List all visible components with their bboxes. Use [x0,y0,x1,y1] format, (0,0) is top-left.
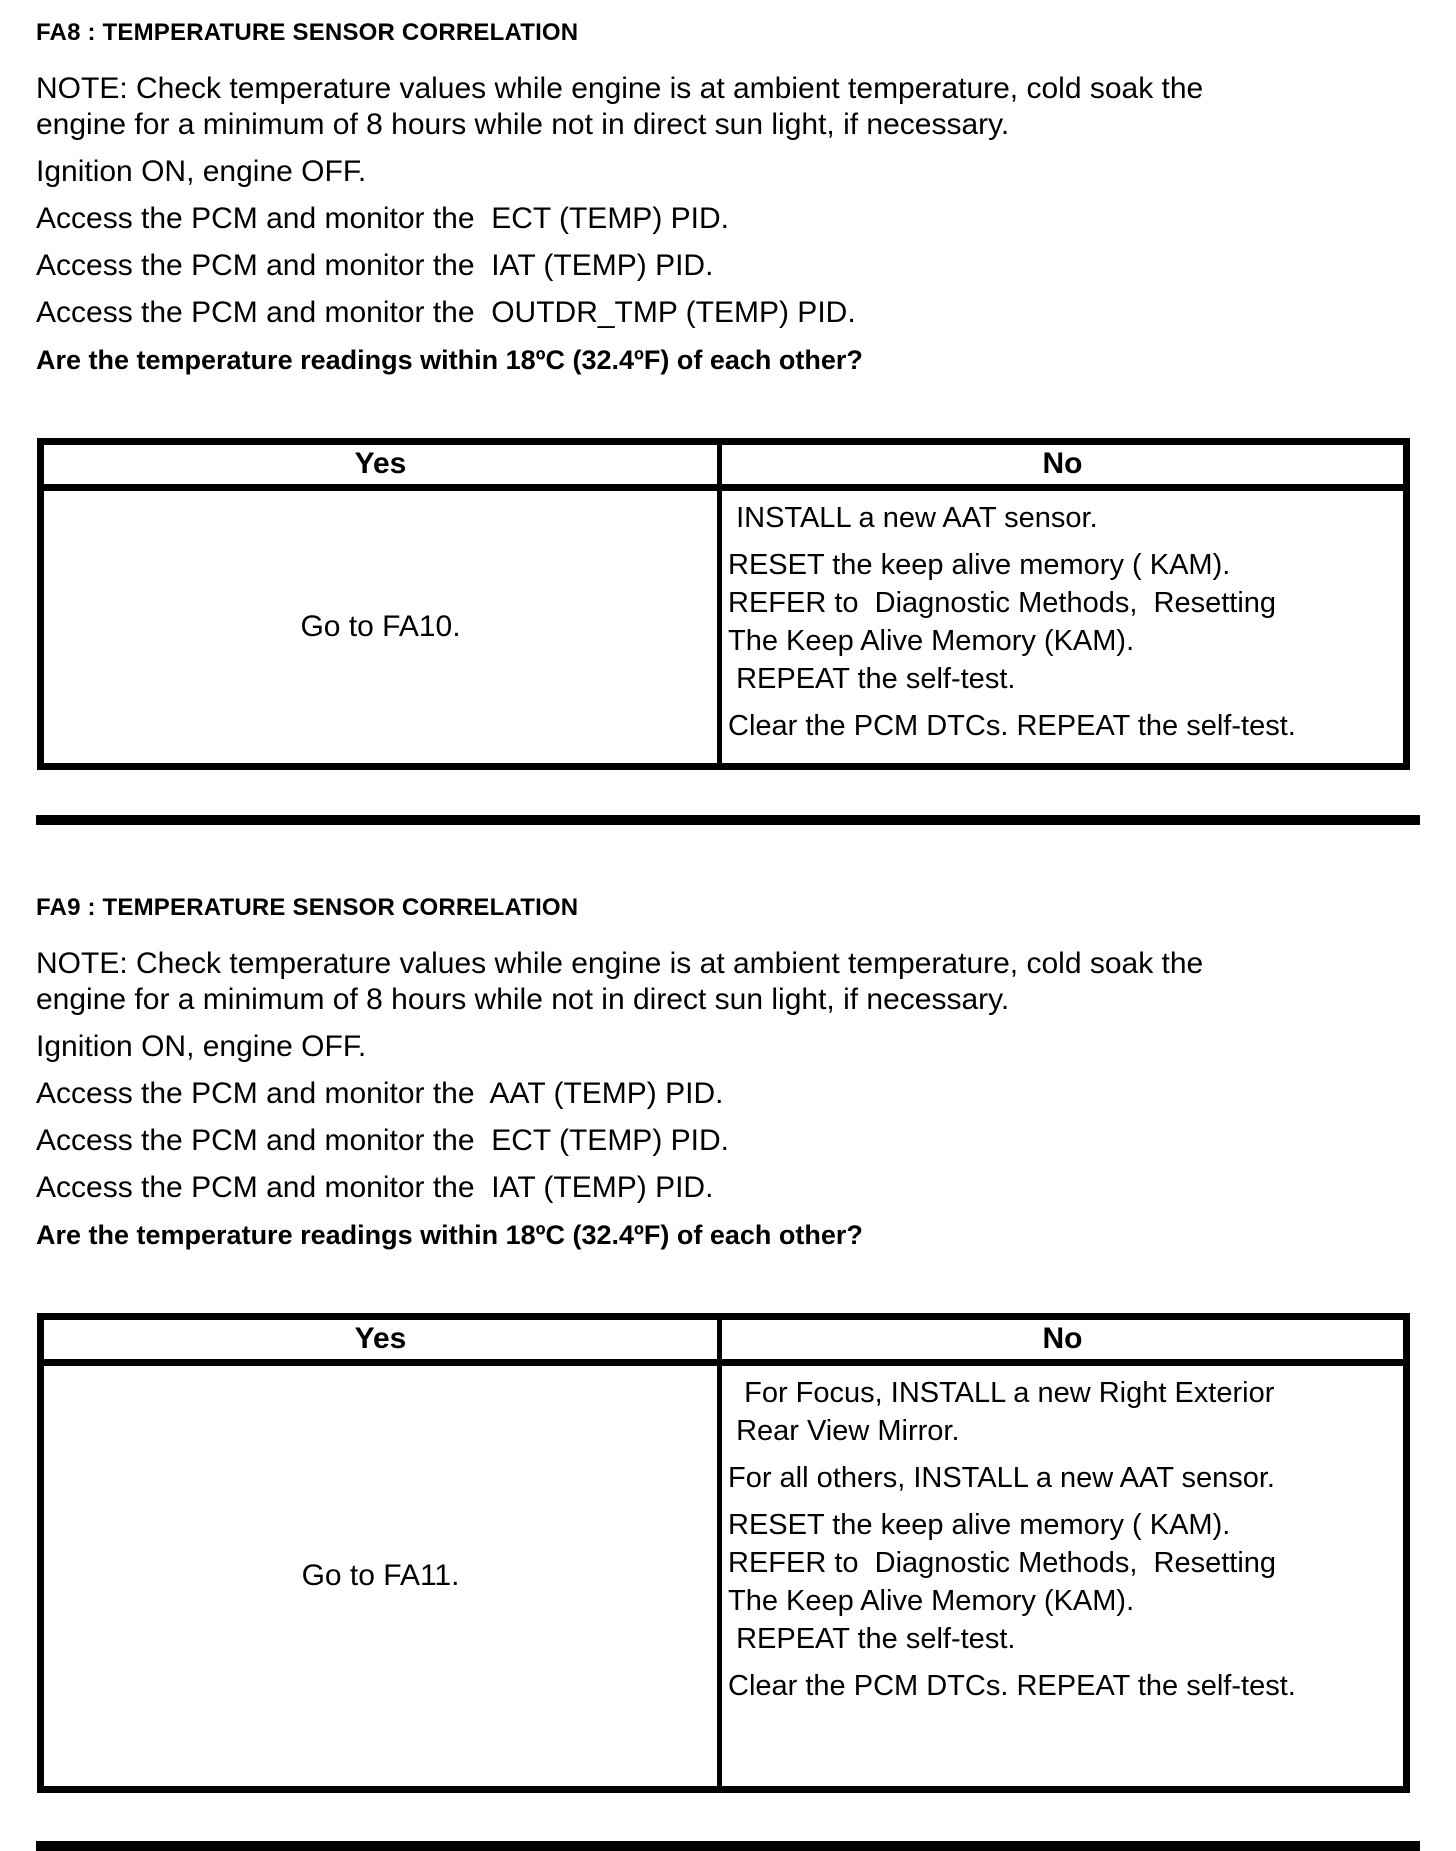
yes-action-text: Go to FA10. [300,610,461,643]
section-fa9-step-1: Ignition ON, engine OFF. [36,1030,367,1063]
no-action-group: Clear the PCM DTCs. REPEAT the self-test… [728,710,1296,742]
decision-table-fa8-header-row: Yes No [38,439,1409,491]
no-action-group: For Focus, INSTALL a new Right Exterior … [736,1377,1275,1447]
section-fa9-question: Are the temperature readings within 18ºC… [36,1220,863,1250]
no-column-header: No [717,1314,1409,1366]
yes-action-text: Go to FA11. [301,1559,460,1592]
section-fa8: FA8 : TEMPERATURE SENSOR CORRELATION NOT… [36,18,1420,770]
no-action-group: RESET the keep alive memory ( KAM). REFE… [728,1509,1277,1655]
no-cell-fa8: INSTALL a new AAT sensor. RESET the keep… [717,485,1409,769]
yes-cell-fa9: Go to FA11. [38,1360,722,1792]
no-action-group: INSTALL a new AAT sensor. [728,502,1098,534]
section-fa8-heading: FA8 : TEMPERATURE SENSOR CORRELATION [36,19,579,46]
decision-table-fa9: Yes No Go to FA11. For Focus, INSTALL a … [37,1313,1410,1793]
section-fa8-step-3: Access the PCM and monitor the IAT (TEMP… [36,249,714,282]
no-action-group: RESET the keep alive memory ( KAM). REFE… [728,549,1277,695]
section-fa8-question: Are the temperature readings within 18ºC… [36,345,863,375]
section-fa9-note: NOTE: Check temperature values while eng… [36,947,1204,1016]
section-divider-rule [36,815,1420,825]
yes-cell-fa8: Go to FA10. [38,485,722,769]
section-fa9: FA9 : TEMPERATURE SENSOR CORRELATION NOT… [36,825,1420,1793]
decision-table-fa9-header-row: Yes No [38,1314,1409,1366]
section-fa8-step-4: Access the PCM and monitor the OUTDR_TMP… [36,296,856,329]
section-fa9-step-3: Access the PCM and monitor the ECT (TEMP… [36,1124,729,1157]
no-column-header: No [717,439,1409,491]
no-action-group: Clear the PCM DTCs. REPEAT the self-test… [728,1670,1296,1702]
decision-table-fa8-body-row: Go to FA10. INSTALL a new AAT sensor. RE… [38,485,1409,769]
section-fa9-step-2: Access the PCM and monitor the AAT (TEMP… [36,1077,724,1110]
section-fa8-step-2: Access the PCM and monitor the ECT (TEMP… [36,202,729,235]
section-fa8-note: NOTE: Check temperature values while eng… [36,72,1204,141]
section-fa9-step-4: Access the PCM and monitor the IAT (TEMP… [36,1171,714,1204]
no-cell-fa9: For Focus, INSTALL a new Right Exterior … [717,1360,1409,1792]
yes-column-header: Yes [38,439,722,491]
page-bottom-rule [36,1841,1420,1851]
section-fa9-heading: FA9 : TEMPERATURE SENSOR CORRELATION [36,894,579,921]
decision-table-fa8: Yes No Go to FA10. INSTALL a new AAT sen… [37,438,1410,770]
no-action-group: For all others, INSTALL a new AAT sensor… [728,1462,1275,1494]
decision-table-fa9-body-row: Go to FA11. For Focus, INSTALL a new Rig… [38,1360,1409,1792]
yes-column-header: Yes [38,1314,722,1366]
section-fa8-step-1: Ignition ON, engine OFF. [36,155,367,188]
